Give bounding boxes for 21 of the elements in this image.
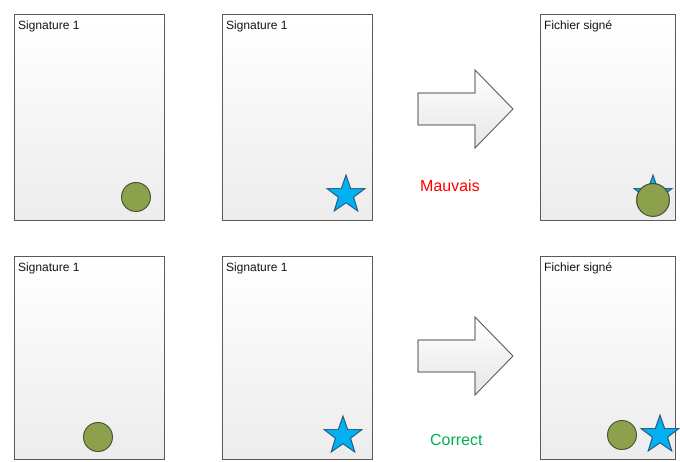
block-arrow xyxy=(418,316,514,396)
star-icon xyxy=(326,174,366,214)
document-page xyxy=(14,256,165,460)
star-icon xyxy=(640,414,680,454)
page-title: Signature 1 xyxy=(226,260,288,274)
document-page xyxy=(540,14,676,221)
circle-icon xyxy=(83,422,113,452)
document-page xyxy=(14,14,165,221)
document-page xyxy=(222,256,373,460)
document-page xyxy=(222,14,373,221)
block-arrow xyxy=(418,68,514,150)
page-title: Signature 1 xyxy=(226,18,288,32)
page-title: Signature 1 xyxy=(18,18,80,32)
page-title: Signature 1 xyxy=(18,260,80,274)
page-title: Fichier signé xyxy=(544,18,612,32)
star-icon xyxy=(323,415,363,455)
verdict-label: Correct xyxy=(430,432,482,450)
page-title: Fichier signé xyxy=(544,260,612,274)
circle-icon xyxy=(607,420,637,450)
circle-icon xyxy=(121,182,151,212)
verdict-label: Mauvais xyxy=(420,178,480,196)
